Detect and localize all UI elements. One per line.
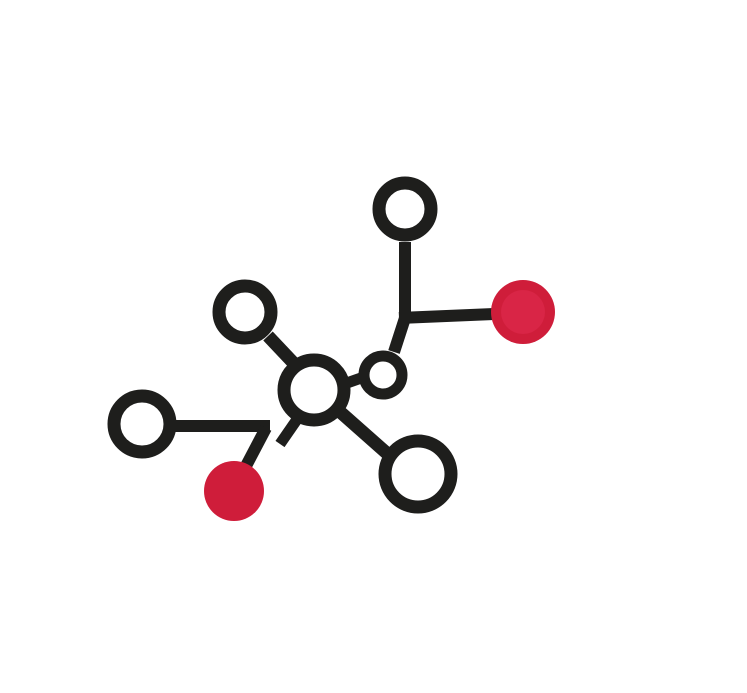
node-top: [372, 176, 438, 242]
red-node-right-highlight: [501, 290, 545, 334]
bond-junction-to-red-right-node: [398, 308, 495, 324]
bond-center-to-lower-right-node: [333, 405, 395, 461]
node-small-right: [358, 350, 408, 400]
bond-lines: [172, 242, 495, 469]
filled-nodes: [204, 280, 555, 521]
red-node-lower-left: [204, 461, 264, 521]
bond-bend-to-red-lower-node: [240, 425, 272, 469]
node-upper-left: [212, 279, 278, 345]
node-lower-right: [378, 434, 458, 514]
bond-short-center-stub: [275, 414, 303, 448]
hollow-nodes: [107, 176, 458, 514]
node-center: [277, 353, 351, 427]
node-far-left: [107, 389, 177, 459]
